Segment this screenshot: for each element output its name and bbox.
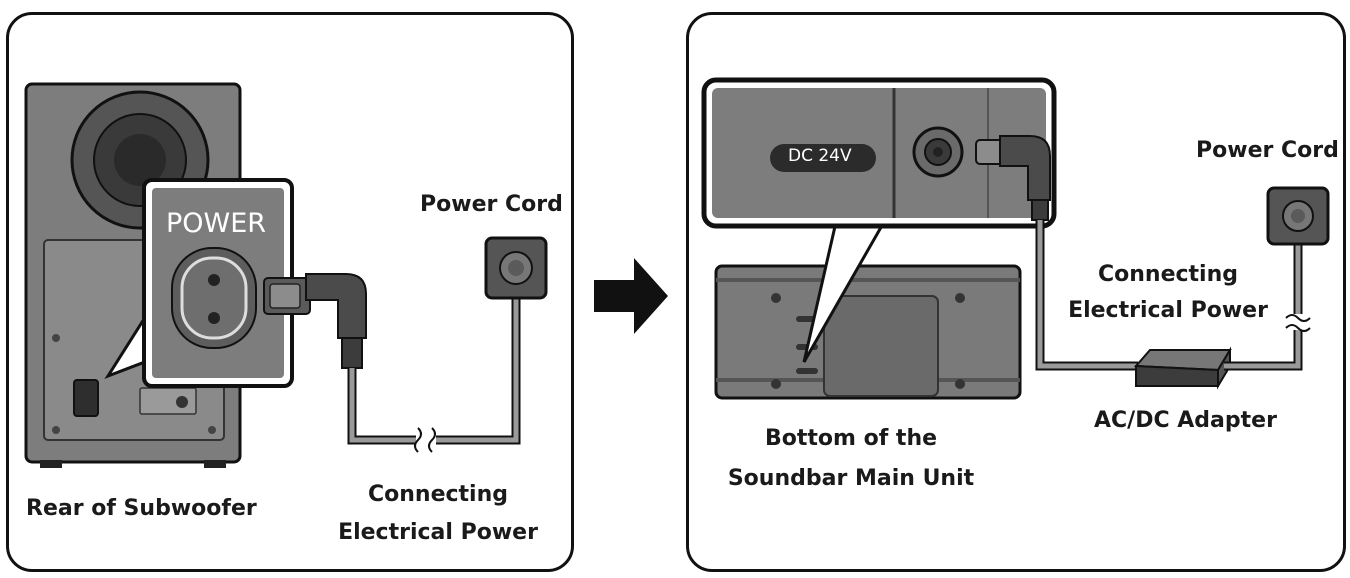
power-port-callout (104, 178, 294, 388)
dc-cable (1035, 220, 1138, 371)
soundbar-label: Bottom of the Soundbar Main Unit (726, 426, 976, 493)
wall-outlet-icon (484, 236, 548, 300)
adapter-icon (1133, 346, 1232, 390)
dc-port-callout (701, 77, 1057, 363)
power-cord-cable-right (1224, 238, 1311, 371)
break-mark-icon (414, 427, 436, 453)
subwoofer-label: Rear of Subwoofer (26, 496, 257, 521)
adapter-label: AC/DC Adapter (1094, 408, 1277, 433)
power-port-label: POWER (166, 208, 267, 239)
power-cord-cable-left (347, 290, 521, 453)
dc-voltage-label: DC 24V (788, 146, 852, 166)
connecting-line1-right: Connecting (1097, 262, 1238, 287)
soundbar-bottom (714, 264, 1022, 400)
arrow-right-icon (594, 258, 668, 334)
wall-outlet-icon (1266, 186, 1330, 246)
power-plug-icon (263, 273, 367, 369)
connecting-power-label-right: Connecting Electrical Power (1068, 262, 1268, 325)
break-mark-icon (1285, 314, 1311, 332)
dc-plug-icon (975, 135, 1051, 221)
connecting-power-label: Connecting Electrical Power (338, 482, 538, 547)
connecting-line1: Connecting (367, 482, 508, 507)
power-cord-label-right: Power Cord (1196, 138, 1339, 163)
connecting-line2: Electrical Power (338, 520, 538, 546)
soundbar-line1: Bottom of the (764, 426, 938, 451)
soundbar-line2: Soundbar Main Unit (727, 466, 975, 492)
power-cord-label: Power Cord (420, 192, 563, 217)
connecting-line2-right: Electrical Power (1068, 298, 1268, 324)
